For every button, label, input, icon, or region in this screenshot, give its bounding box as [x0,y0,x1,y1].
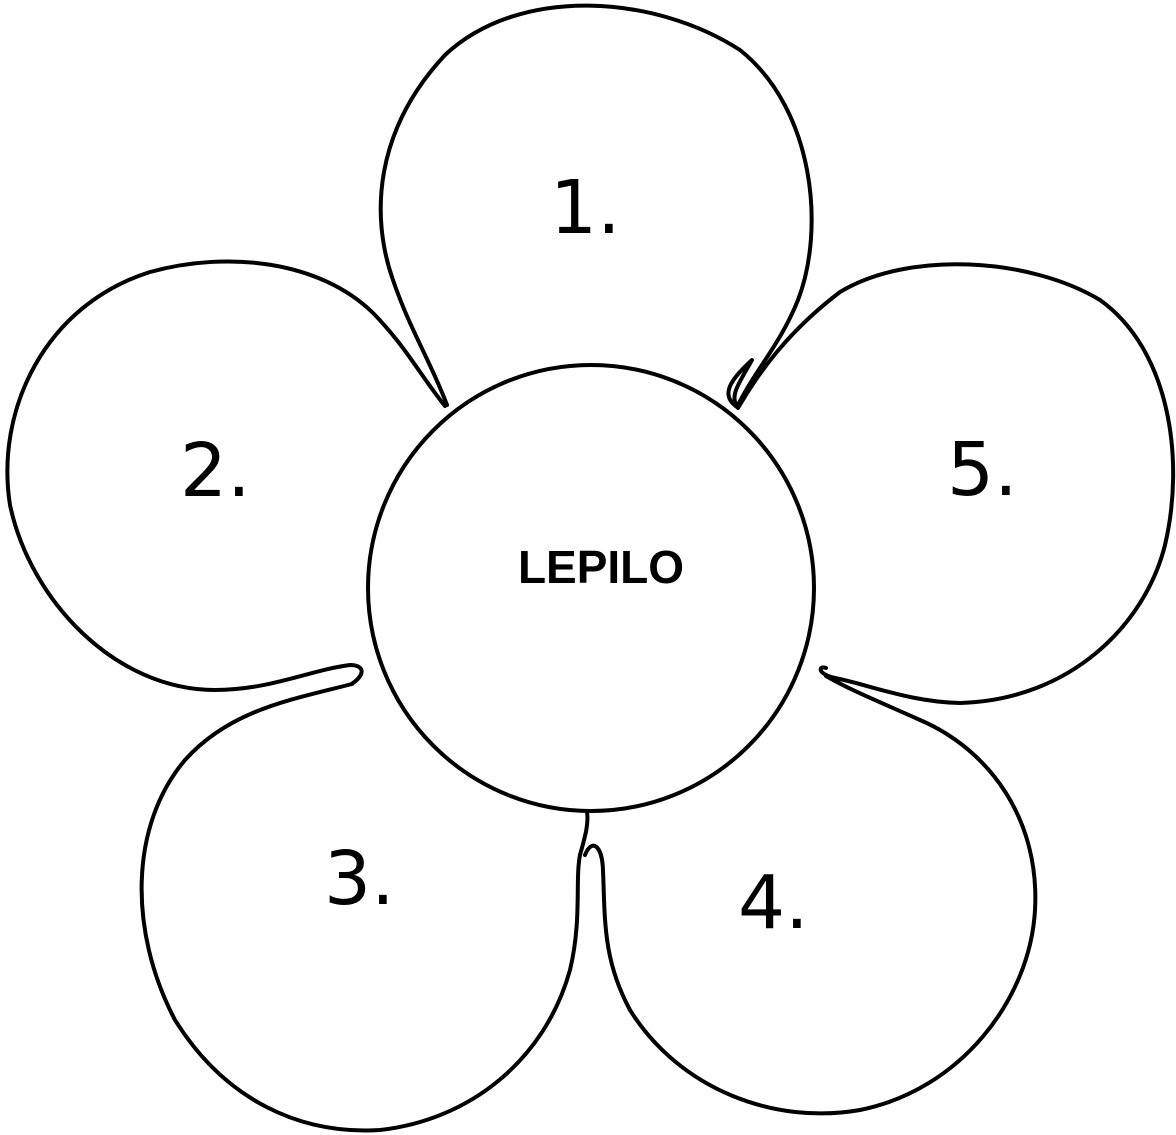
petal-label-2: 2. [180,428,251,514]
center-label: LEPILO [518,541,684,593]
petal-label-1: 1. [550,165,621,251]
petal-label-3: 3. [324,836,395,922]
petal-label-5: 5. [947,427,1018,513]
petal-label-4: 4. [738,860,809,946]
